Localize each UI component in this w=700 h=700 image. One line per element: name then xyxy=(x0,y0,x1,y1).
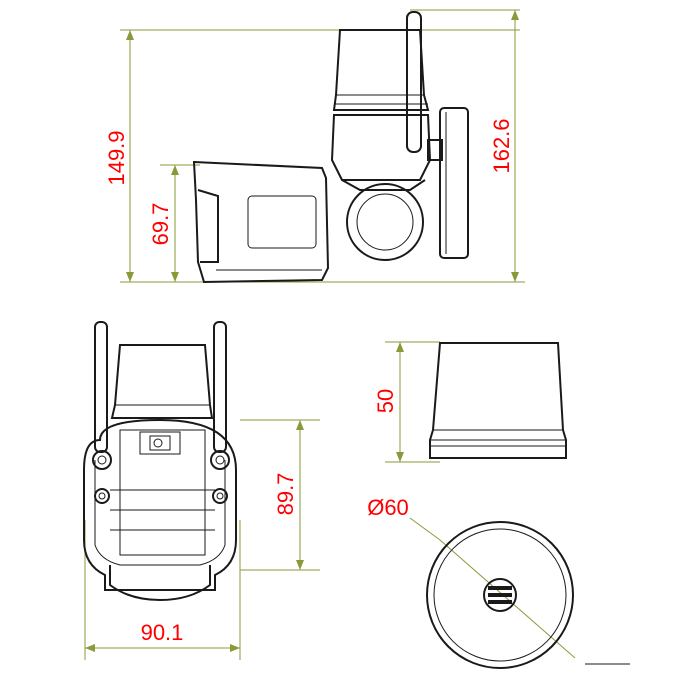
dim-label-90-1: 90.1 xyxy=(141,620,184,645)
cap-side-dimension-lines xyxy=(385,341,440,463)
cap-top-view xyxy=(409,517,630,669)
side-camera-body xyxy=(192,160,330,284)
back-antenna-left xyxy=(94,321,108,453)
dim-label-50: 50 xyxy=(373,389,398,413)
side-lens-ball xyxy=(346,183,424,261)
dim-label-diameter-60: Ø60 xyxy=(367,495,409,520)
back-top-cap xyxy=(110,344,214,419)
back-view xyxy=(83,321,320,660)
side-top-housing xyxy=(332,29,430,111)
side-antenna xyxy=(406,11,422,153)
side-wall-plate xyxy=(439,107,469,259)
back-main-body xyxy=(83,418,237,591)
dim-label-89-7: 89.7 xyxy=(273,473,298,516)
cap-side-outline xyxy=(429,342,567,459)
dim-label-69-7: 69.7 xyxy=(148,203,173,246)
cap-top-outer xyxy=(426,521,574,669)
dim-label-162-6: 162.6 xyxy=(489,118,514,173)
cap-side-view xyxy=(385,341,567,463)
dim-label-149-9: 149.9 xyxy=(104,130,129,185)
cap-top-center-knob xyxy=(483,578,517,612)
side-view xyxy=(120,9,525,284)
cap-top-dimension-lines xyxy=(409,517,630,665)
side-dimension-lines xyxy=(120,9,525,283)
dimension-labels: 149.9 69.7 162.6 89.7 50 90.1 Ø60 xyxy=(104,118,514,645)
back-dimension-lines xyxy=(84,419,320,660)
side-mid-body xyxy=(330,114,432,181)
